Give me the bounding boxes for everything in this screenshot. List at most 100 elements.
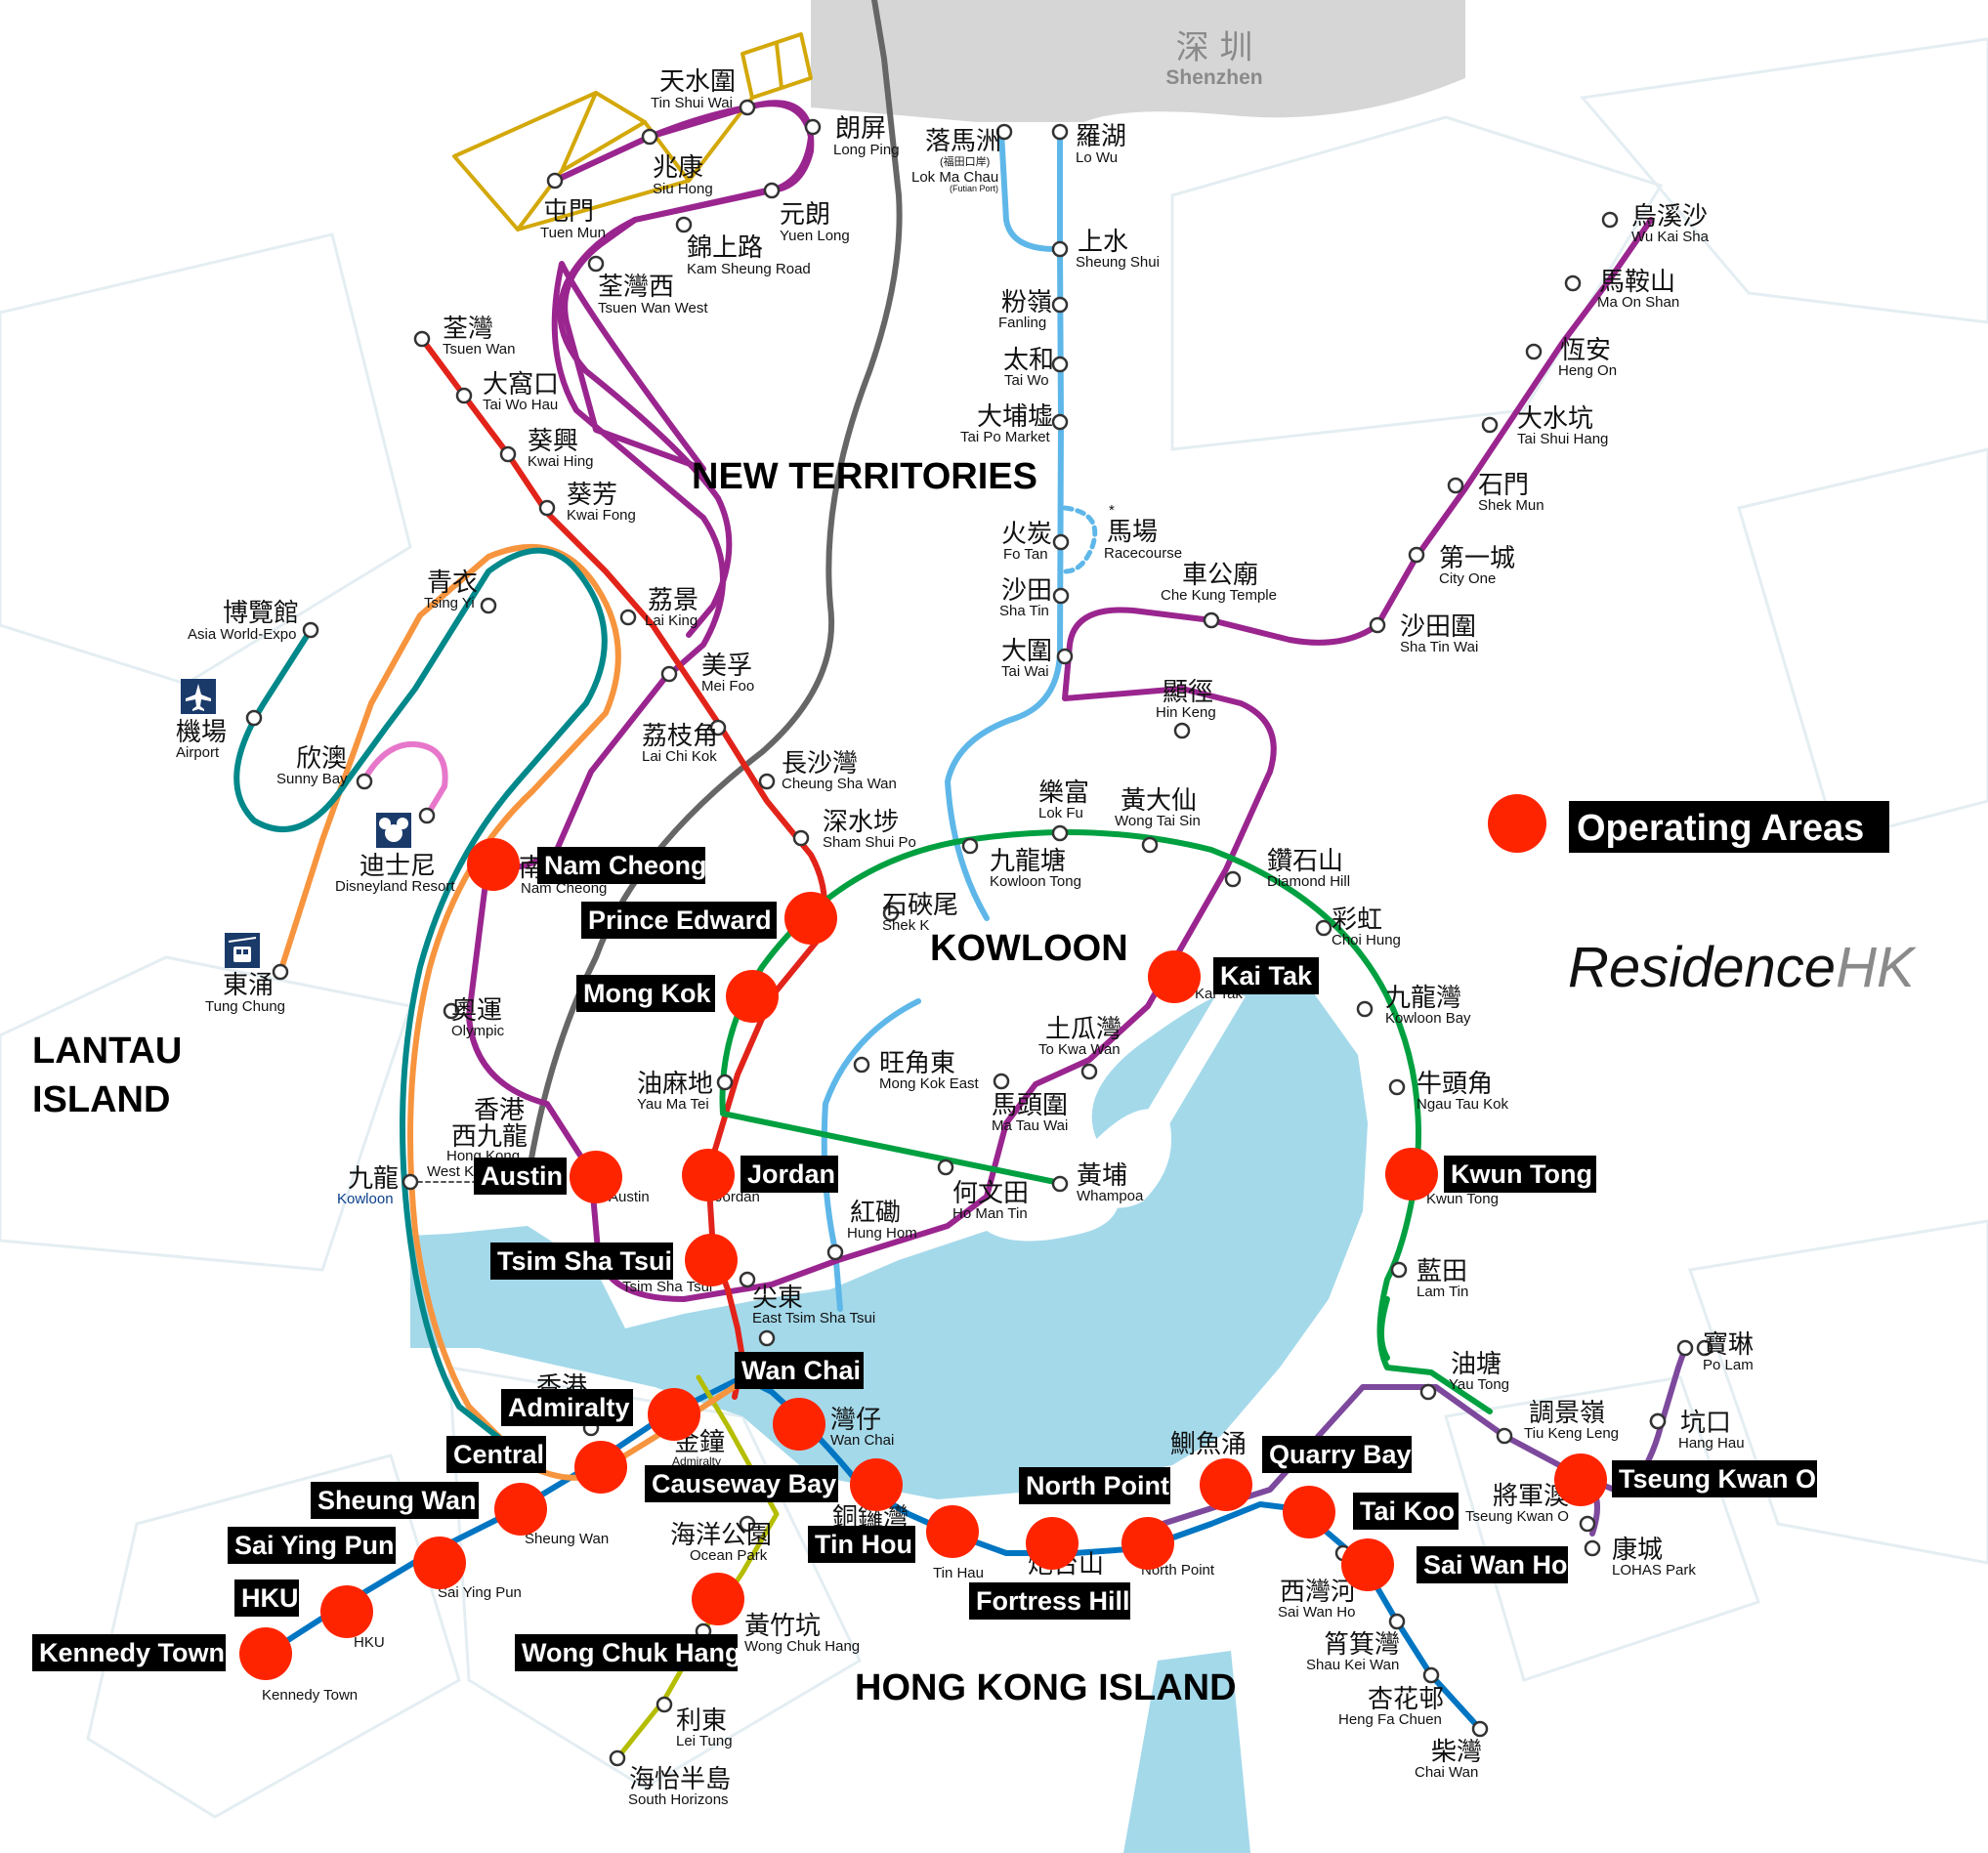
operating-area-marker — [1283, 1486, 1335, 1538]
region-new-territories: NEW TERRITORIES — [692, 456, 1037, 497]
station-markers — [245, 99, 1713, 1767]
label-tseung-kwan-o-en: Tseung Kwan O — [1465, 1508, 1569, 1525]
label-siu-hong-zh: 兆康 — [653, 153, 703, 183]
label-hku-en: HKU — [354, 1634, 385, 1651]
label-kwai-fong-en: Kwai Fong — [567, 507, 636, 524]
label-lo-wu-zh: 羅湖 — [1076, 122, 1126, 151]
svg-text:HKU: HKU — [241, 1583, 299, 1613]
label-lai-king-en: Lai King — [645, 612, 698, 629]
label-mong-kok-east-zh: 旺角東 — [879, 1049, 955, 1078]
label-tuen-mun-zh: 屯門 — [543, 197, 594, 227]
label-yau-ma-tei-zh: 油麻地 — [637, 1070, 713, 1099]
label-chai-wan-en: Chai Wan — [1415, 1764, 1478, 1781]
label-airport-zh: 機場 — [176, 718, 227, 747]
label-ma-on-shan-en: Ma On Shan — [1597, 294, 1679, 311]
label-che-kung-temple-en: Che Kung Temple — [1161, 587, 1277, 604]
label-tsuen-wan-west-zh: 荃灣西 — [598, 273, 674, 302]
label-heng-fa-chuen-zh: 杏花邨 — [1368, 1685, 1444, 1714]
shenzhen-label-zh: 深 圳 — [1176, 28, 1253, 67]
tag-sheung-wan: Sheung Wan — [311, 1482, 479, 1519]
label-wu-kai-sha-zh: 烏溪沙 — [1631, 202, 1708, 232]
label-diamond-hill-zh: 鑽石山 — [1267, 847, 1343, 876]
label-yau-ma-tei-en: Yau Ma Tei — [637, 1096, 709, 1113]
airport-express-line — [233, 547, 608, 1463]
tag-prince-edward: Prince Edward — [581, 902, 777, 939]
label-hin-keng-en: Hin Keng — [1156, 704, 1216, 721]
label-shau-kei-wan-zh: 筲箕灣 — [1324, 1630, 1400, 1660]
operating-area-marker — [773, 1398, 825, 1451]
label-sunny-bay-en: Sunny Bay — [276, 771, 348, 787]
operating-area-marker — [413, 1537, 466, 1589]
label-wan-chai-zh: 灣仔 — [830, 1406, 881, 1435]
kai-tak-runway — [1099, 987, 1246, 1201]
label-hung-hom-en: Hung Hom — [847, 1225, 917, 1242]
label-hk-west-kowloon-zh-1: 香港 — [474, 1096, 525, 1125]
label-tai-wo-en: Tai Wo — [1004, 372, 1049, 389]
operating-area-marker — [570, 1151, 622, 1203]
label-asia-world-expo-en: Asia World-Expo — [188, 626, 296, 643]
operating-area-marker — [692, 1573, 744, 1625]
label-kwai-hing-zh: 葵興 — [528, 427, 578, 456]
brand-logo: ResidenceHK — [1568, 936, 1917, 999]
label-ngau-tau-kok-zh: 牛頭角 — [1417, 1070, 1493, 1099]
tuen-ma-north-loop — [552, 100, 815, 638]
label-tai-po-market-zh: 大埔墟 — [977, 402, 1053, 432]
island-line — [261, 1374, 1483, 1732]
operating-area-marker — [648, 1388, 700, 1441]
label-admiralty-en: Admiralty — [672, 1454, 721, 1468]
operating-area-marker — [239, 1627, 292, 1680]
svg-text:Kai Tak: Kai Tak — [1220, 961, 1313, 990]
label-racecourse-zh: 馬場 — [1107, 518, 1158, 547]
label-tsuen-wan-en: Tsuen Wan — [443, 341, 515, 358]
svg-text:Jordan: Jordan — [747, 1159, 835, 1189]
label-tsuen-wan-zh: 荃灣 — [443, 315, 493, 344]
label-hin-keng-zh: 顯徑 — [1163, 678, 1213, 707]
tag-kennedy-town: Kennedy Town — [32, 1634, 226, 1671]
label-to-kwa-wan-zh: 土瓜灣 — [1045, 1015, 1121, 1044]
label-po-lam-en: Po Lam — [1703, 1357, 1754, 1373]
label-lok-ma-chau-en: Lok Ma Chau — [911, 169, 998, 186]
label-wong-tai-sin-zh: 黃大仙 — [1121, 786, 1197, 816]
label-lai-king-zh: 荔景 — [648, 586, 698, 615]
label-disneyland-resort-zh: 迪士尼 — [360, 852, 436, 881]
label-tsing-yi-zh: 青衣 — [427, 569, 478, 598]
label-whampoa-zh: 黃埔 — [1077, 1161, 1127, 1191]
shenzhen-label-en: Shenzhen — [1165, 66, 1262, 89]
label-kam-sheung-road-en: Kam Sheung Road — [687, 261, 811, 277]
label-tin-shui-wai-en: Tin Shui Wai — [651, 95, 733, 111]
label-lai-chi-kok-en: Lai Chi Kok — [642, 748, 717, 765]
label-kowloon-zh: 九龍 — [348, 1164, 399, 1194]
label-sai-wan-ho-zh: 西灣河 — [1280, 1578, 1356, 1607]
tag-wan-chai: Wan Chai — [735, 1352, 864, 1389]
label-tsuen-wan-west-en: Tsuen Wan West — [598, 300, 708, 316]
tag-wong-chuk-hang: Wong Chuk Hang — [515, 1634, 740, 1671]
operating-area-marker — [1341, 1538, 1394, 1591]
label-tung-chung-en: Tung Chung — [205, 998, 285, 1015]
label-choi-hung-zh: 彩虹 — [1332, 905, 1382, 935]
label-lok-ma-chau-zh-sub: (福田口岸) — [940, 154, 990, 168]
operating-area-marker — [1121, 1517, 1174, 1570]
label-siu-hong-en: Siu Hong — [653, 181, 713, 197]
tung-chung-line — [277, 544, 775, 1481]
label-sai-wan-ho-en: Sai Wan Ho — [1278, 1604, 1355, 1621]
label-kowloon-tong-zh: 九龍塘 — [990, 847, 1066, 876]
label-wan-chai-en: Wan Chai — [830, 1432, 894, 1449]
label-south-horizons-en: South Horizons — [628, 1791, 729, 1808]
label-lohas-park-en: LOHAS Park — [1612, 1562, 1696, 1579]
label-east-tsim-sha-tsui-zh: 尖東 — [752, 1284, 803, 1313]
tag-north-point: North Point — [1019, 1467, 1170, 1504]
svg-text:Admiralty: Admiralty — [508, 1393, 630, 1422]
label-heng-on-zh: 恆安 — [1560, 336, 1611, 365]
label-kowloon-en: Kowloon — [337, 1191, 394, 1207]
label-kwai-fong-zh: 葵芳 — [567, 481, 617, 510]
label-tai-wai-zh: 大圍 — [1001, 637, 1052, 666]
label-sha-tin-wai-en: Sha Tin Wai — [1400, 639, 1478, 655]
label-sha-tin-wai-zh: 沙田圍 — [1400, 612, 1476, 642]
label-mei-foo-en: Mei Foo — [701, 678, 754, 695]
svg-text:Wong Chuk Hang: Wong Chuk Hang — [522, 1638, 740, 1667]
tag-jordan: Jordan — [740, 1156, 838, 1193]
label-che-kung-temple-zh: 車公廟 — [1182, 561, 1258, 590]
label-diamond-hill-en: Diamond Hill — [1267, 873, 1350, 890]
label-fanling-en: Fanling — [998, 315, 1046, 331]
